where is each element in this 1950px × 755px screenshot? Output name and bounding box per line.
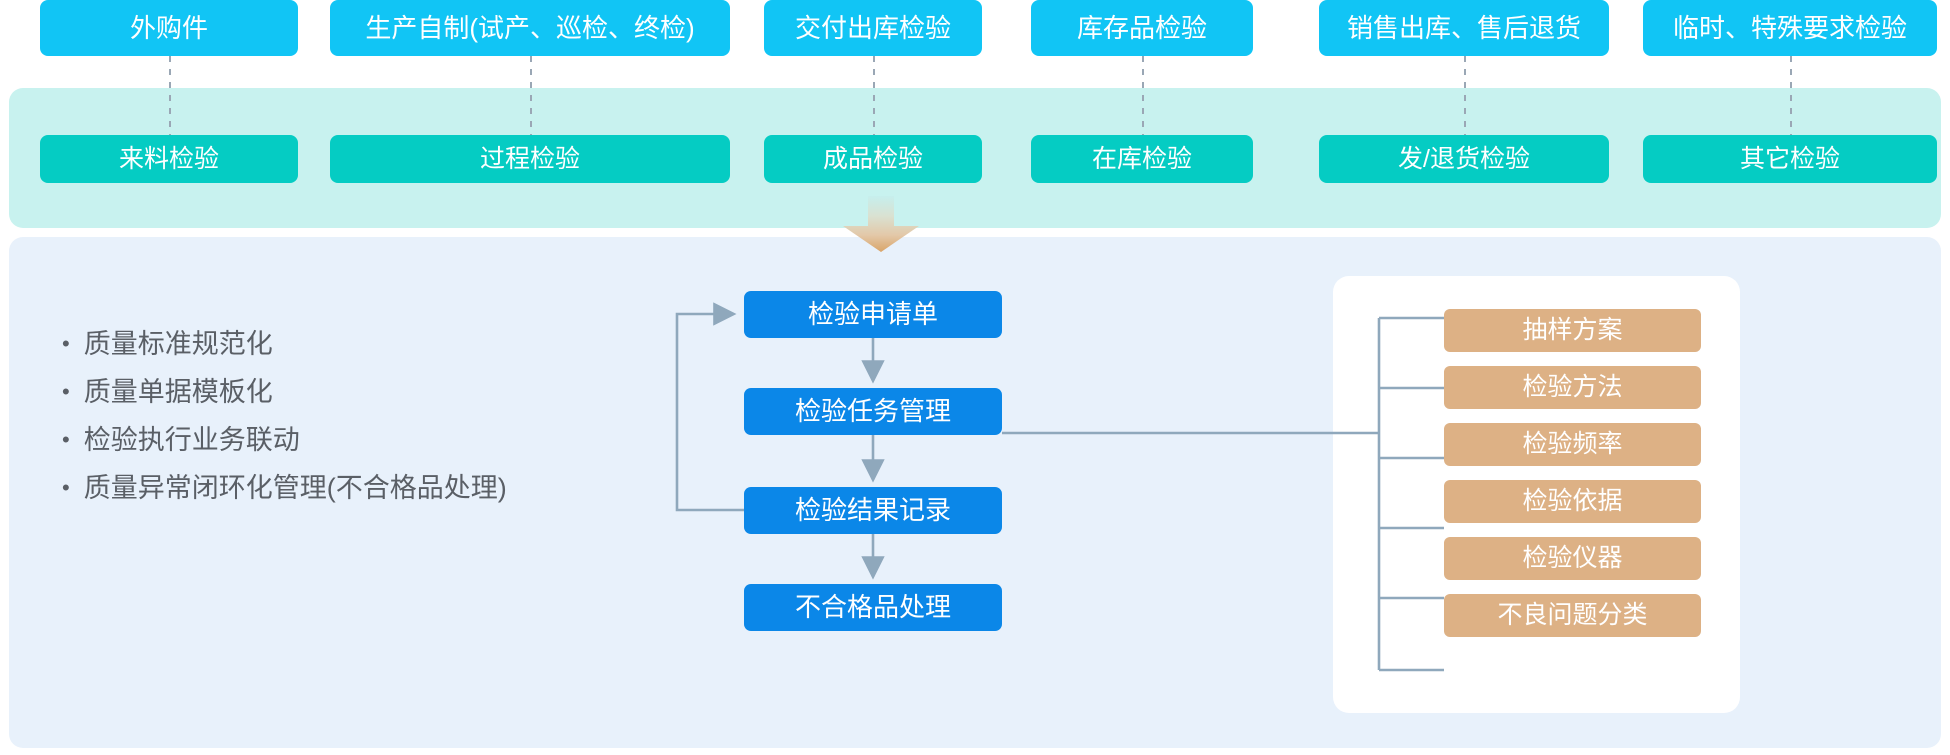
capability-list-item: 检验执行业务联动 [62, 416, 507, 464]
source-box[interactable]: 销售出库、售后退货 [1319, 0, 1609, 56]
inspection-type-box[interactable]: 发/退货检验 [1319, 135, 1609, 183]
inspection-attribute-box[interactable]: 检验方法 [1444, 366, 1701, 409]
source-to-inspection-dashed-line [1142, 56, 1144, 135]
capability-list-item: 质量单据模板化 [62, 368, 507, 416]
flow-step-box[interactable]: 检验结果记录 [744, 487, 1002, 534]
inspection-attribute-box[interactable]: 抽样方案 [1444, 309, 1701, 352]
capability-list-item: 质量标准规范化 [62, 320, 507, 368]
source-box[interactable]: 外购件 [40, 0, 298, 56]
inspection-type-box[interactable]: 过程检验 [330, 135, 730, 183]
source-to-inspection-dashed-line [169, 56, 171, 135]
source-box[interactable]: 库存品检验 [1031, 0, 1253, 56]
inspection-attribute-box[interactable]: 检验仪器 [1444, 537, 1701, 580]
inspection-type-box[interactable]: 成品检验 [764, 135, 982, 183]
inspection-attribute-box[interactable]: 不良问题分类 [1444, 594, 1701, 637]
source-box[interactable]: 生产自制(试产、巡检、终检) [330, 0, 730, 56]
source-to-inspection-dashed-line [1464, 56, 1466, 135]
source-box[interactable]: 临时、特殊要求检验 [1643, 0, 1937, 56]
capability-list: 质量标准规范化质量单据模板化检验执行业务联动质量异常闭环化管理(不合格品处理) [62, 320, 507, 512]
inspection-attribute-box[interactable]: 检验频率 [1444, 423, 1701, 466]
flow-step-box[interactable]: 检验任务管理 [744, 388, 1002, 435]
inspection-type-box[interactable]: 来料检验 [40, 135, 298, 183]
source-box-row: 外购件生产自制(试产、巡检、终检) 交付出库检验库存品检验 销售出库、售后退货临时、… [0, 0, 1950, 58]
flow-step-box[interactable]: 不合格品处理 [744, 584, 1002, 631]
source-box[interactable]: 交付出库检验 [764, 0, 982, 56]
inspection-type-box[interactable]: 在库检验 [1031, 135, 1253, 183]
source-to-inspection-dashed-line [530, 56, 532, 135]
capability-list-item: 质量异常闭环化管理(不合格品处理) [62, 464, 507, 512]
down-arrow-icon [843, 196, 919, 252]
source-to-inspection-dashed-line [873, 56, 875, 135]
flow-step-box[interactable]: 检验申请单 [744, 291, 1002, 338]
inspection-type-box[interactable]: 其它检验 [1643, 135, 1937, 183]
inspection-attribute-box[interactable]: 检验依据 [1444, 480, 1701, 523]
source-to-inspection-dashed-line [1790, 56, 1792, 135]
